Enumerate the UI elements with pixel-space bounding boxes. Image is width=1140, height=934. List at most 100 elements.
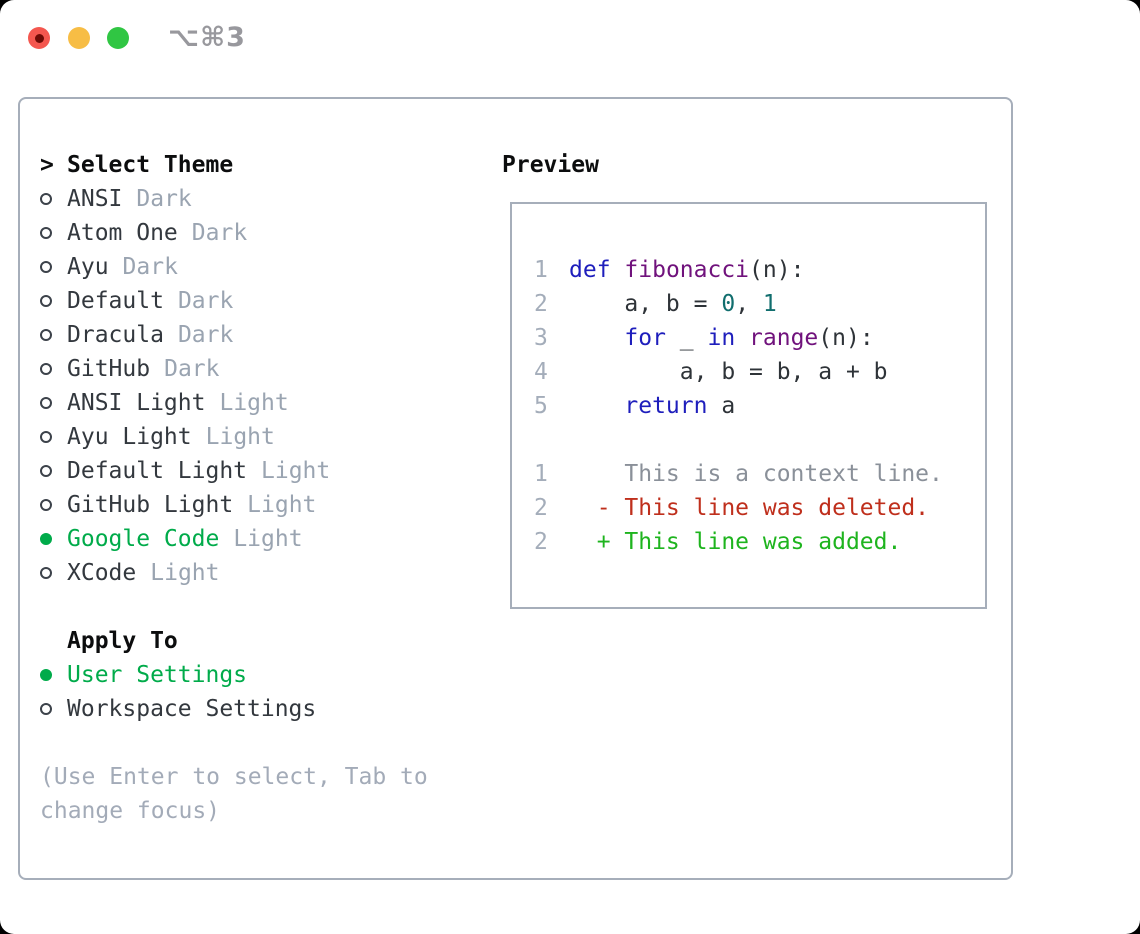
- line-number: 2: [534, 495, 548, 521]
- apply-option-label: Workspace Settings: [67, 696, 317, 722]
- token-pl: _: [665, 325, 708, 351]
- token-pl: [611, 257, 625, 283]
- select-theme-title: Select Theme: [67, 152, 234, 178]
- diff-line-text: This is a context line.: [569, 457, 943, 491]
- token-pl: a: [707, 393, 736, 419]
- radio-circle-icon: [40, 295, 52, 307]
- token-pl: (n):: [818, 325, 874, 351]
- radio-icon: [40, 329, 67, 341]
- line-number: 1: [534, 461, 548, 487]
- theme-option-label: Default: [67, 288, 164, 314]
- token-kw: for: [624, 325, 666, 351]
- apply-option-label: User Settings: [67, 662, 248, 688]
- diff-line: 1 This is a context line.: [534, 457, 985, 491]
- minimize-button[interactable]: [68, 27, 90, 49]
- token-fn: range: [749, 325, 819, 351]
- theme-variant-label: Dark: [177, 322, 234, 348]
- keyboard-shortcut-label: ⌥⌘3: [168, 22, 246, 53]
- apply-to-title: Apply To: [67, 628, 178, 654]
- theme-option-ansi[interactable]: ANSI Dark: [40, 182, 428, 216]
- code-line: 4 a, b = b, a + b: [534, 355, 985, 389]
- diff-line: 2 - This line was deleted.: [534, 491, 985, 525]
- unsaved-dot-icon: [34, 33, 44, 43]
- theme-option-google-code[interactable]: Google Code Light: [40, 522, 428, 556]
- token-pl: ,: [735, 291, 763, 317]
- theme-option-ansi-light[interactable]: ANSI Light Light: [40, 386, 428, 420]
- theme-variant-label: Dark: [177, 288, 234, 314]
- line-number: 4: [534, 359, 548, 385]
- token-pl: [569, 393, 624, 419]
- radio-circle-icon: [40, 329, 52, 341]
- diff-line: 2 + This line was added.: [534, 525, 985, 559]
- token-del: - This line was deleted.: [569, 495, 930, 521]
- radio-selected-icon: [40, 669, 67, 681]
- radio-circle-icon: [40, 567, 52, 579]
- radio-circle-icon: [40, 193, 52, 205]
- token-num: 1: [762, 291, 777, 317]
- theme-variant-label: Light: [233, 526, 303, 552]
- code-line-text: return a: [569, 389, 735, 423]
- radio-icon: [40, 397, 67, 409]
- theme-option-label: ANSI: [67, 186, 123, 212]
- radio-circle-icon: [40, 397, 52, 409]
- radio-circle-icon: [40, 499, 52, 511]
- radio-circle-icon: [40, 465, 52, 477]
- zoom-button[interactable]: [107, 27, 129, 49]
- titlebar: ⌥⌘3: [0, 0, 1140, 76]
- apply-option-user-settings[interactable]: User Settings: [40, 658, 428, 692]
- token-pl: [569, 325, 624, 351]
- theme-option-label: Atom One: [67, 220, 178, 246]
- radio-icon: [40, 465, 67, 477]
- line-number: 2: [534, 291, 548, 317]
- radio-icon: [40, 193, 67, 205]
- radio-icon: [40, 363, 67, 375]
- line-number: 5: [534, 393, 548, 419]
- token-add: + This line was added.: [569, 529, 902, 555]
- theme-option-label: Default Light: [67, 458, 248, 484]
- apply-to-header: Apply To: [40, 624, 428, 658]
- radio-circle-icon: [40, 227, 52, 239]
- line-number: 2: [534, 529, 548, 555]
- theme-option-label: Google Code: [67, 526, 220, 552]
- code-line-text: a, b = b, a + b: [569, 355, 888, 389]
- line-number: 1: [534, 257, 548, 283]
- diff-line-text: + This line was added.: [569, 525, 902, 559]
- apply-option-workspace-settings[interactable]: Workspace Settings: [40, 692, 428, 726]
- close-button[interactable]: [28, 27, 50, 49]
- theme-variant-label: Light: [219, 390, 289, 416]
- theme-option-label: ANSI Light: [67, 390, 206, 416]
- radio-icon: [40, 499, 67, 511]
- spacer: [40, 726, 428, 760]
- help-text-line-2: change focus): [40, 798, 221, 824]
- spacer: [40, 590, 428, 624]
- spacer: [534, 423, 985, 457]
- cursor-marker: >: [40, 152, 54, 178]
- radio-icon: [40, 295, 67, 307]
- theme-option-default[interactable]: Default Dark: [40, 284, 428, 318]
- radio-circle-icon: [40, 533, 52, 545]
- token-kw: return: [624, 393, 708, 419]
- theme-option-label: GitHub Light: [67, 492, 234, 518]
- radio-circle-icon: [40, 363, 52, 375]
- theme-option-label: GitHub: [67, 356, 151, 382]
- theme-variant-label: Dark: [136, 186, 192, 212]
- code-line-text: for _ in range(n):: [569, 321, 874, 355]
- radio-icon: [40, 227, 67, 239]
- code-line: 3 for _ in range(n):: [534, 321, 985, 355]
- select-theme-header: > Select Theme: [40, 148, 428, 182]
